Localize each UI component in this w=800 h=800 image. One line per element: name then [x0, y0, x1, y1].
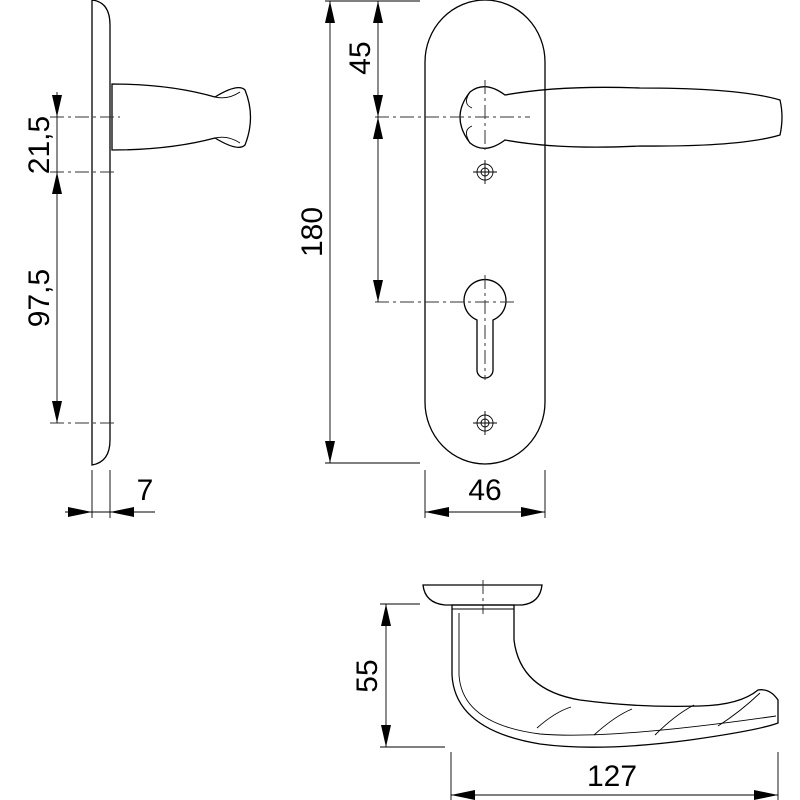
lever-handle	[459, 86, 783, 149]
side-view: 21,5 97,5 7	[23, 0, 252, 518]
front-plate	[424, 0, 546, 465]
lever-top	[451, 604, 779, 748]
dim-180-label: 180	[296, 207, 329, 257]
front-view: 180 45 46	[296, 0, 783, 518]
side-knob	[111, 83, 252, 151]
rosette	[422, 584, 543, 606]
side-plate	[91, 0, 111, 466]
screw-bottom-icon	[473, 411, 497, 435]
dim-7-label: 7	[137, 474, 154, 507]
screw-top-icon	[473, 160, 497, 184]
dim-46-label: 46	[468, 474, 501, 507]
dim-55-label: 55	[351, 659, 384, 692]
dim-97-5-label: 97,5	[23, 269, 56, 327]
keyhole-cylinder	[463, 279, 507, 379]
dim-21-5-label: 21,5	[23, 116, 56, 174]
top-view: 55 127	[351, 580, 779, 800]
dim-45-label: 45	[344, 41, 377, 74]
dim-127-label: 127	[587, 760, 637, 793]
